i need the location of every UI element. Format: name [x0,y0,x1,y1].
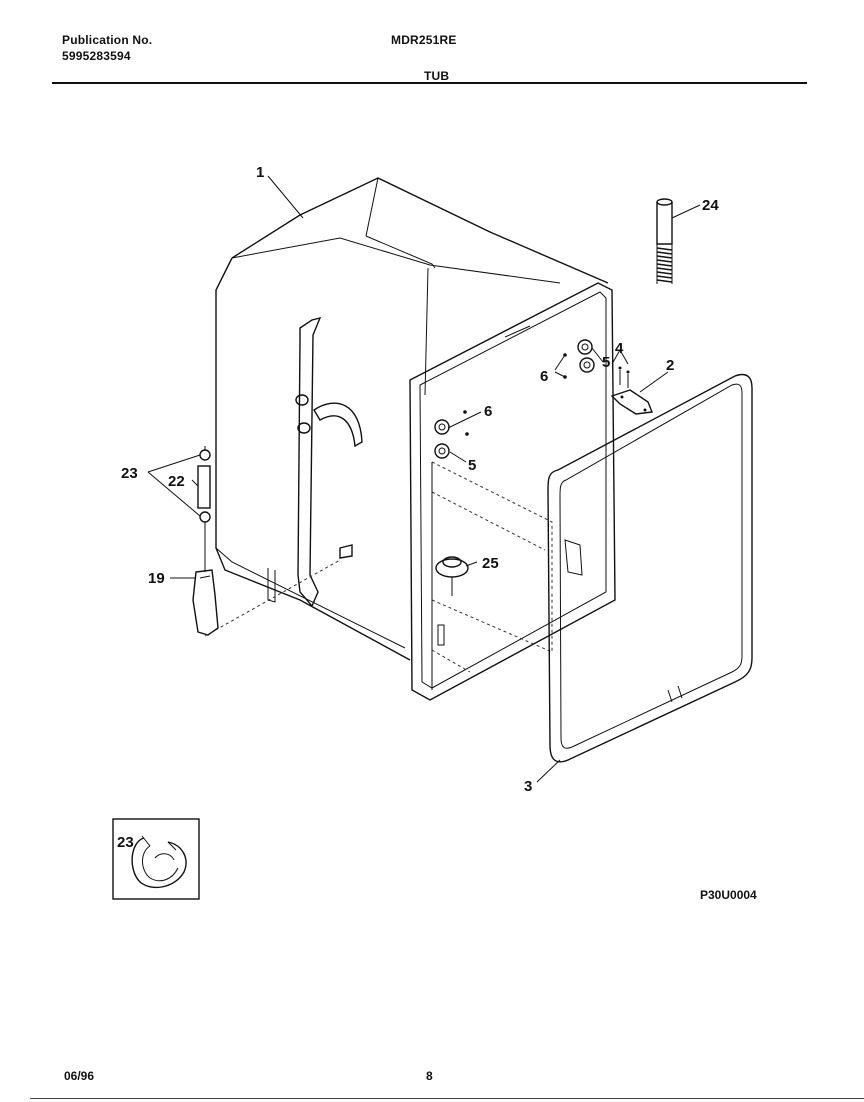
callout-24: 24 [702,197,719,214]
clamp-inset: 23 [112,818,200,900]
callout-6a: 6 [540,368,548,385]
nuts-washers [434,339,595,459]
callout-2: 2 [666,357,674,374]
model-number: MDR251RE [391,33,457,47]
publication-number: 5995283594 [62,49,131,63]
callout-4: 4 [615,340,624,357]
diagram-code: P30U0004 [700,888,757,902]
tub-body [215,177,609,661]
callout-5b: 5 [468,457,476,474]
header-rule [52,82,807,84]
callout-3: 3 [524,778,532,795]
callout-19: 19 [148,570,165,587]
footer-date: 06/96 [64,1069,95,1083]
float-assembly [435,556,469,596]
callout-25: 25 [482,555,499,572]
hinge-bracket [610,366,653,415]
callout-6b: 6 [484,403,492,420]
leader-lines [147,175,701,783]
door-gasket [547,373,753,763]
section-title: TUB [424,69,450,83]
callout-5a: 5 [602,354,610,371]
callout-22: 22 [168,473,185,490]
spring-post [656,198,673,284]
publication-label: Publication No. [62,33,153,47]
callout-1: 1 [256,164,264,181]
tub-front-frame [409,282,616,701]
callout-23-inset: 23 [117,834,134,851]
clamp-icon [131,835,187,889]
footer-rule [30,1098,864,1099]
callout-23: 23 [121,465,138,482]
footer-page-number: 8 [426,1069,433,1083]
left-hardware [192,446,341,637]
